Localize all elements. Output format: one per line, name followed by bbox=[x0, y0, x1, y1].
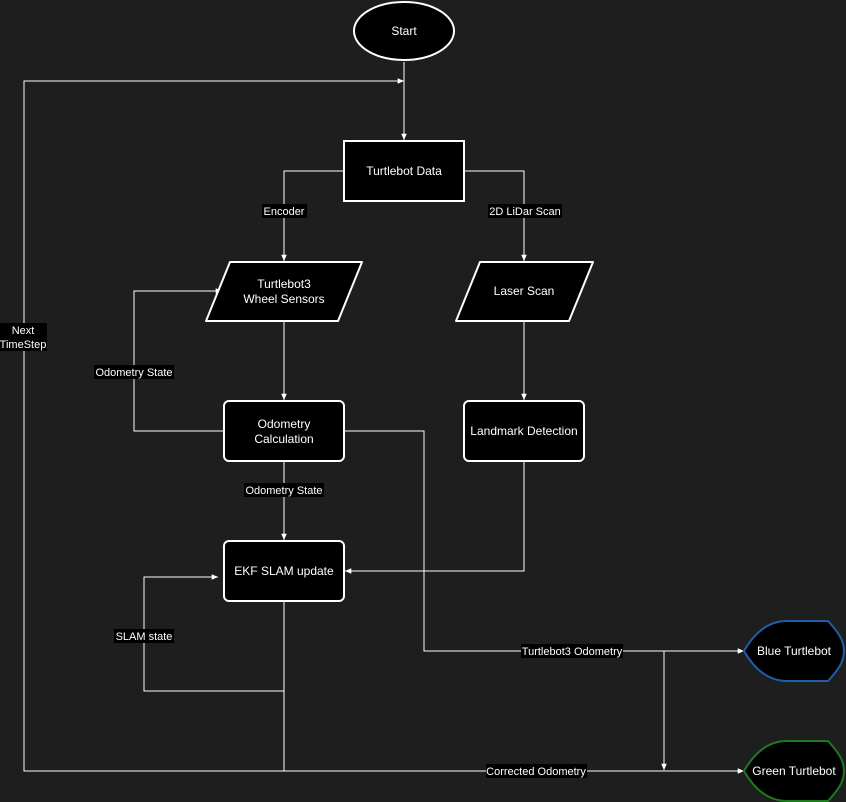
odometry-calculation-node[interactable]: Odometry Calculation bbox=[223, 400, 345, 462]
landmark-detection-label: Landmark Detection bbox=[470, 424, 577, 438]
svg-text:Encoder: Encoder bbox=[264, 206, 305, 218]
wheel-sensors-node[interactable]: Turtlebot3 Wheel Sensors bbox=[205, 261, 363, 322]
edge-odometry-state-loop bbox=[133, 288, 224, 432]
edge-label-encoder: Encoder bbox=[262, 204, 307, 218]
odometry-calculation-label-line1: Odometry bbox=[258, 417, 311, 431]
blue-turtlebot-node[interactable]: Blue Turtlebot bbox=[742, 620, 846, 682]
ekf-slam-update-label: EKF SLAM update bbox=[234, 564, 334, 578]
svg-text:SLAM state: SLAM state bbox=[116, 631, 173, 643]
edge-next-timestep bbox=[23, 78, 404, 772]
edge-landmark-to-ekf bbox=[345, 462, 525, 574]
edge-lidar bbox=[464, 170, 527, 261]
svg-text:2D LiDar Scan: 2D LiDar Scan bbox=[489, 206, 561, 218]
svg-text:TimeStep: TimeStep bbox=[0, 339, 46, 351]
svg-text:Odometry State: Odometry State bbox=[95, 367, 172, 379]
edge-slam-state-loop bbox=[143, 574, 285, 692]
edge-label-slam-state: SLAM state bbox=[114, 629, 174, 643]
odometry-calculation-label-line2: Calculation bbox=[254, 432, 313, 446]
edge-label-turtlebot3-odometry: Turtlebot3 Odometry bbox=[521, 644, 623, 658]
blue-turtlebot-label: Blue Turtlebot bbox=[757, 644, 832, 658]
ekf-slam-update-node[interactable]: EKF SLAM update bbox=[223, 540, 345, 602]
green-turtlebot-label: Green Turtlebot bbox=[752, 764, 836, 778]
edge-turtlebot3-odometry bbox=[345, 430, 744, 654]
edge-label-odometry-state-loop: Odometry State bbox=[94, 365, 174, 379]
svg-text:Turtlebot3 Odometry: Turtlebot3 Odometry bbox=[522, 646, 623, 658]
wheel-sensors-label-line1: Turtlebot3 bbox=[257, 277, 311, 291]
laser-scan-label: Laser Scan bbox=[494, 284, 555, 298]
wheel-sensors-label-line2: Wheel Sensors bbox=[243, 292, 324, 306]
edge-label-corrected-odometry: Corrected Odometry bbox=[486, 764, 587, 778]
svg-text:Odometry State: Odometry State bbox=[245, 485, 322, 497]
laser-scan-node[interactable]: Laser Scan bbox=[455, 261, 594, 322]
turtlebot-data-label: Turtlebot Data bbox=[366, 164, 442, 178]
green-turtlebot-node[interactable]: Green Turtlebot bbox=[742, 740, 846, 802]
svg-text:Next: Next bbox=[12, 325, 35, 337]
turtlebot-data-node[interactable]: Turtlebot Data bbox=[343, 140, 465, 202]
svg-text:Corrected Odometry: Corrected Odometry bbox=[486, 766, 586, 778]
edge-label-odometry-state: Odometry State bbox=[244, 483, 324, 497]
edge-label-lidar: 2D LiDar Scan bbox=[488, 204, 562, 218]
edge-encoder bbox=[281, 170, 344, 261]
start-node[interactable]: Start bbox=[353, 1, 455, 61]
edge-label-next-timestep: Next TimeStep bbox=[0, 323, 47, 351]
start-label: Start bbox=[391, 24, 417, 38]
landmark-detection-node[interactable]: Landmark Detection bbox=[463, 400, 585, 462]
